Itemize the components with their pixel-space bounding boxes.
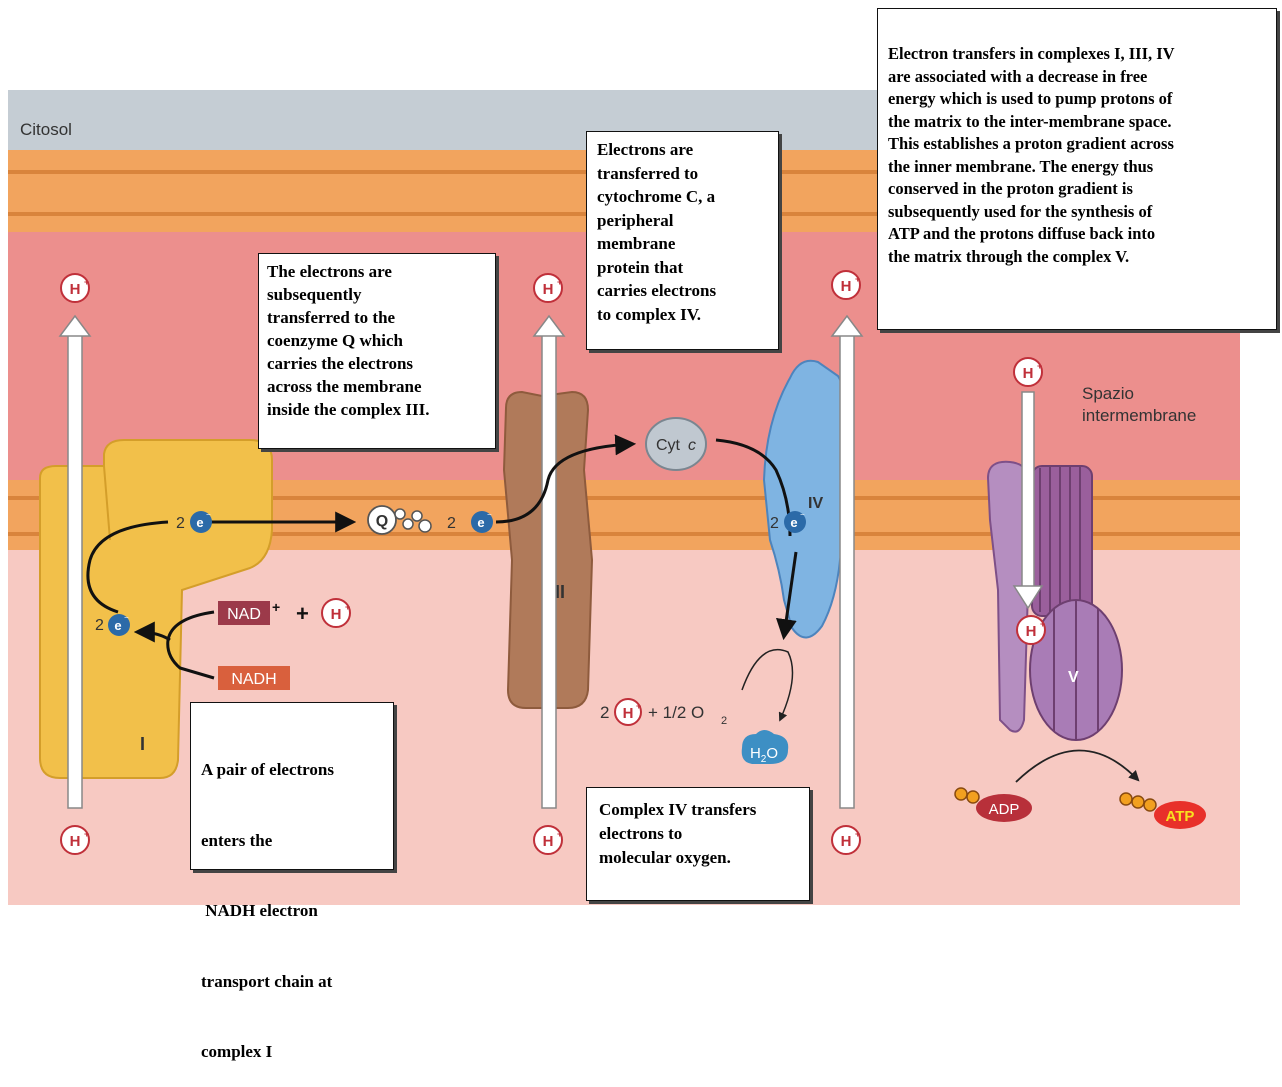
svg-text:H: H bbox=[841, 833, 852, 850]
svg-text:H: H bbox=[543, 281, 554, 298]
svg-text:H: H bbox=[1026, 623, 1037, 640]
nadh: NADH bbox=[218, 666, 290, 690]
svg-text:2: 2 bbox=[770, 515, 779, 532]
svg-text:H: H bbox=[623, 705, 634, 722]
svg-text:+: + bbox=[1037, 361, 1042, 371]
svg-text:+: + bbox=[296, 601, 309, 626]
svg-text:+: + bbox=[557, 277, 562, 287]
svg-text:NADH: NADH bbox=[231, 671, 276, 688]
svg-text:+: + bbox=[855, 274, 860, 284]
svg-text:2: 2 bbox=[95, 617, 104, 634]
svg-text:ATP: ATP bbox=[1166, 808, 1195, 825]
proton-icon: H + bbox=[61, 826, 89, 854]
svg-text:e: e bbox=[477, 515, 484, 530]
spazio-intermembrane-label: Spazio intermembrane bbox=[1082, 383, 1196, 427]
svg-text:2: 2 bbox=[447, 515, 456, 532]
svg-text:2: 2 bbox=[600, 703, 609, 722]
svg-text:−: − bbox=[487, 510, 492, 519]
svg-text:−: − bbox=[124, 613, 129, 622]
svg-text:Q: Q bbox=[376, 513, 388, 530]
svg-text:H: H bbox=[543, 833, 554, 850]
svg-text:+: + bbox=[636, 701, 641, 711]
complex-4-label: IV bbox=[808, 495, 823, 512]
svg-text:Cyt: Cyt bbox=[656, 437, 681, 454]
svg-text:H: H bbox=[841, 278, 852, 295]
svg-text:ADP: ADP bbox=[989, 801, 1020, 818]
note-proton-gradient: Electron transfers in complexes I, III, … bbox=[877, 8, 1277, 330]
svg-text:2: 2 bbox=[176, 515, 185, 532]
note-coenzyme-q: The electrons are subsequently transferr… bbox=[258, 253, 496, 449]
svg-text:H: H bbox=[70, 833, 81, 850]
svg-text:+: + bbox=[345, 602, 350, 612]
electron-icon: 2 e − bbox=[95, 613, 130, 636]
svg-text:NAD: NAD bbox=[227, 606, 261, 623]
note-cytochrome-c: Electrons are transferred to cytochrome … bbox=[586, 131, 779, 350]
svg-text:e: e bbox=[114, 618, 121, 633]
svg-text:c: c bbox=[688, 437, 696, 454]
proton-icon: H + bbox=[534, 274, 562, 302]
cytochrome-c: Cyt c bbox=[646, 418, 706, 470]
svg-text:−: − bbox=[206, 510, 211, 519]
proton-icon: H + bbox=[832, 826, 860, 854]
citosol-label: Citosol bbox=[20, 120, 72, 140]
note-complex-1: A pair of electrons enters the NADH elec… bbox=[190, 702, 394, 870]
svg-text:+: + bbox=[84, 829, 89, 839]
proton-icon: H + bbox=[61, 274, 89, 302]
svg-text:+: + bbox=[84, 277, 89, 287]
proton-icon: H + bbox=[1017, 616, 1045, 644]
svg-text:e: e bbox=[196, 515, 203, 530]
proton-icon: H + bbox=[832, 271, 860, 299]
complex-1-label: I bbox=[140, 734, 145, 754]
note-complex-4: Complex IV transfers electrons to molecu… bbox=[586, 787, 810, 901]
svg-text:e: e bbox=[790, 515, 797, 530]
svg-text:H: H bbox=[331, 606, 342, 623]
svg-text:−: − bbox=[800, 510, 805, 519]
svg-text:+: + bbox=[855, 829, 860, 839]
proton-icon: H + bbox=[1014, 358, 1042, 386]
proton-icon: H + bbox=[534, 826, 562, 854]
svg-text:+: + bbox=[1040, 619, 1045, 629]
svg-text:+: + bbox=[557, 829, 562, 839]
svg-text:2: 2 bbox=[721, 715, 727, 727]
svg-text:+: + bbox=[272, 599, 280, 615]
complex-5-label: V bbox=[1068, 669, 1079, 686]
svg-text:+ 1/2 O: + 1/2 O bbox=[648, 703, 704, 722]
svg-text:H: H bbox=[1023, 365, 1034, 382]
svg-text:H: H bbox=[70, 281, 81, 298]
